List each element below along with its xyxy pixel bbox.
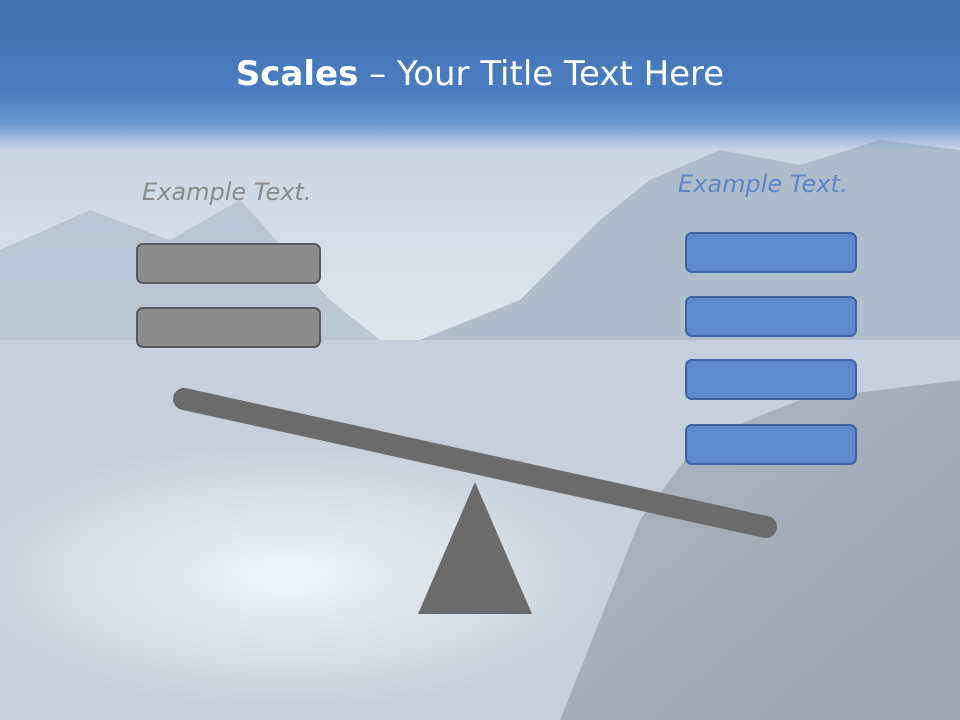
right-example-label: Example Text. — [678, 170, 848, 198]
right-weight-box — [685, 359, 857, 400]
slide-title: Scales – Your Title Text Here — [0, 52, 960, 96]
title-rest: – Your Title Text Here — [358, 54, 725, 94]
right-weight-box — [685, 424, 857, 465]
left-weight-box — [136, 307, 321, 348]
title-band — [0, 0, 960, 150]
left-example-label: Example Text. — [142, 178, 312, 206]
right-weight-box — [685, 232, 857, 273]
left-weight-box — [136, 243, 321, 284]
right-weight-box — [685, 296, 857, 337]
title-bold: Scales — [235, 54, 359, 94]
